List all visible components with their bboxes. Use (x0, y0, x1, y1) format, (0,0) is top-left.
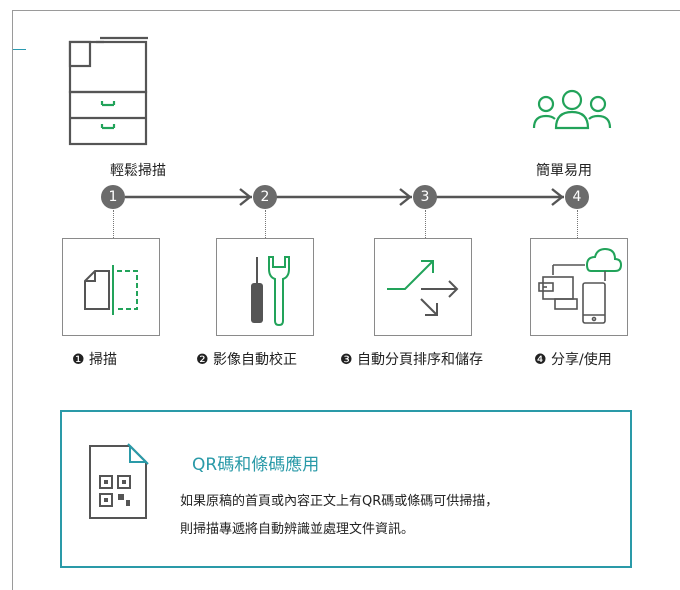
cloud-devices-icon (538, 247, 623, 324)
qr-document-icon (89, 443, 149, 519)
right-heading: 簡單易用 (536, 163, 592, 179)
connector-2 (265, 210, 266, 238)
connector-4 (577, 210, 578, 238)
step-number-1: 1 (101, 185, 125, 209)
printer-icon (68, 36, 148, 146)
step-caption-1: ❶ 掃描 (72, 352, 118, 368)
users-icon (532, 89, 612, 130)
connector-1 (113, 210, 114, 238)
diagram-frame (12, 10, 680, 590)
step-caption-3: ❸ 自動分頁排序和儲存 (340, 352, 484, 368)
qr-panel: QR碼和條碼應用 如果原稿的首頁或內容正文上有QR碼或條碼可供掃描， 則掃描專遞… (60, 410, 632, 568)
step-number-4: 4 (565, 185, 589, 209)
qr-title: QR碼和條碼應用 (192, 455, 320, 475)
step-caption-2: ❷ 影像自動校正 (196, 352, 298, 368)
step-number-3: 3 (413, 185, 437, 209)
split-arrows-icon (387, 260, 459, 316)
step-caption-4: ❹ 分享/使用 (534, 352, 612, 368)
left-heading: 輕鬆掃描 (110, 163, 166, 179)
step-number-2: 2 (253, 185, 277, 209)
qr-description-line-1: 如果原稿的首頁或內容正文上有QR碼或條碼可供掃描， (180, 494, 499, 509)
document-scan-icon (84, 265, 138, 315)
accent-rule (13, 49, 26, 50)
step-box-1 (62, 238, 160, 336)
step-box-3 (374, 238, 472, 336)
connector-3 (425, 210, 426, 238)
qr-description-line-2: 則掃描專遞將自動辨識並處理文件資訊。 (180, 522, 415, 537)
step-box-4 (530, 238, 628, 336)
flow-arrows (125, 188, 564, 206)
step-box-2 (216, 238, 314, 336)
screwdriver-wrench-icon (251, 256, 290, 327)
